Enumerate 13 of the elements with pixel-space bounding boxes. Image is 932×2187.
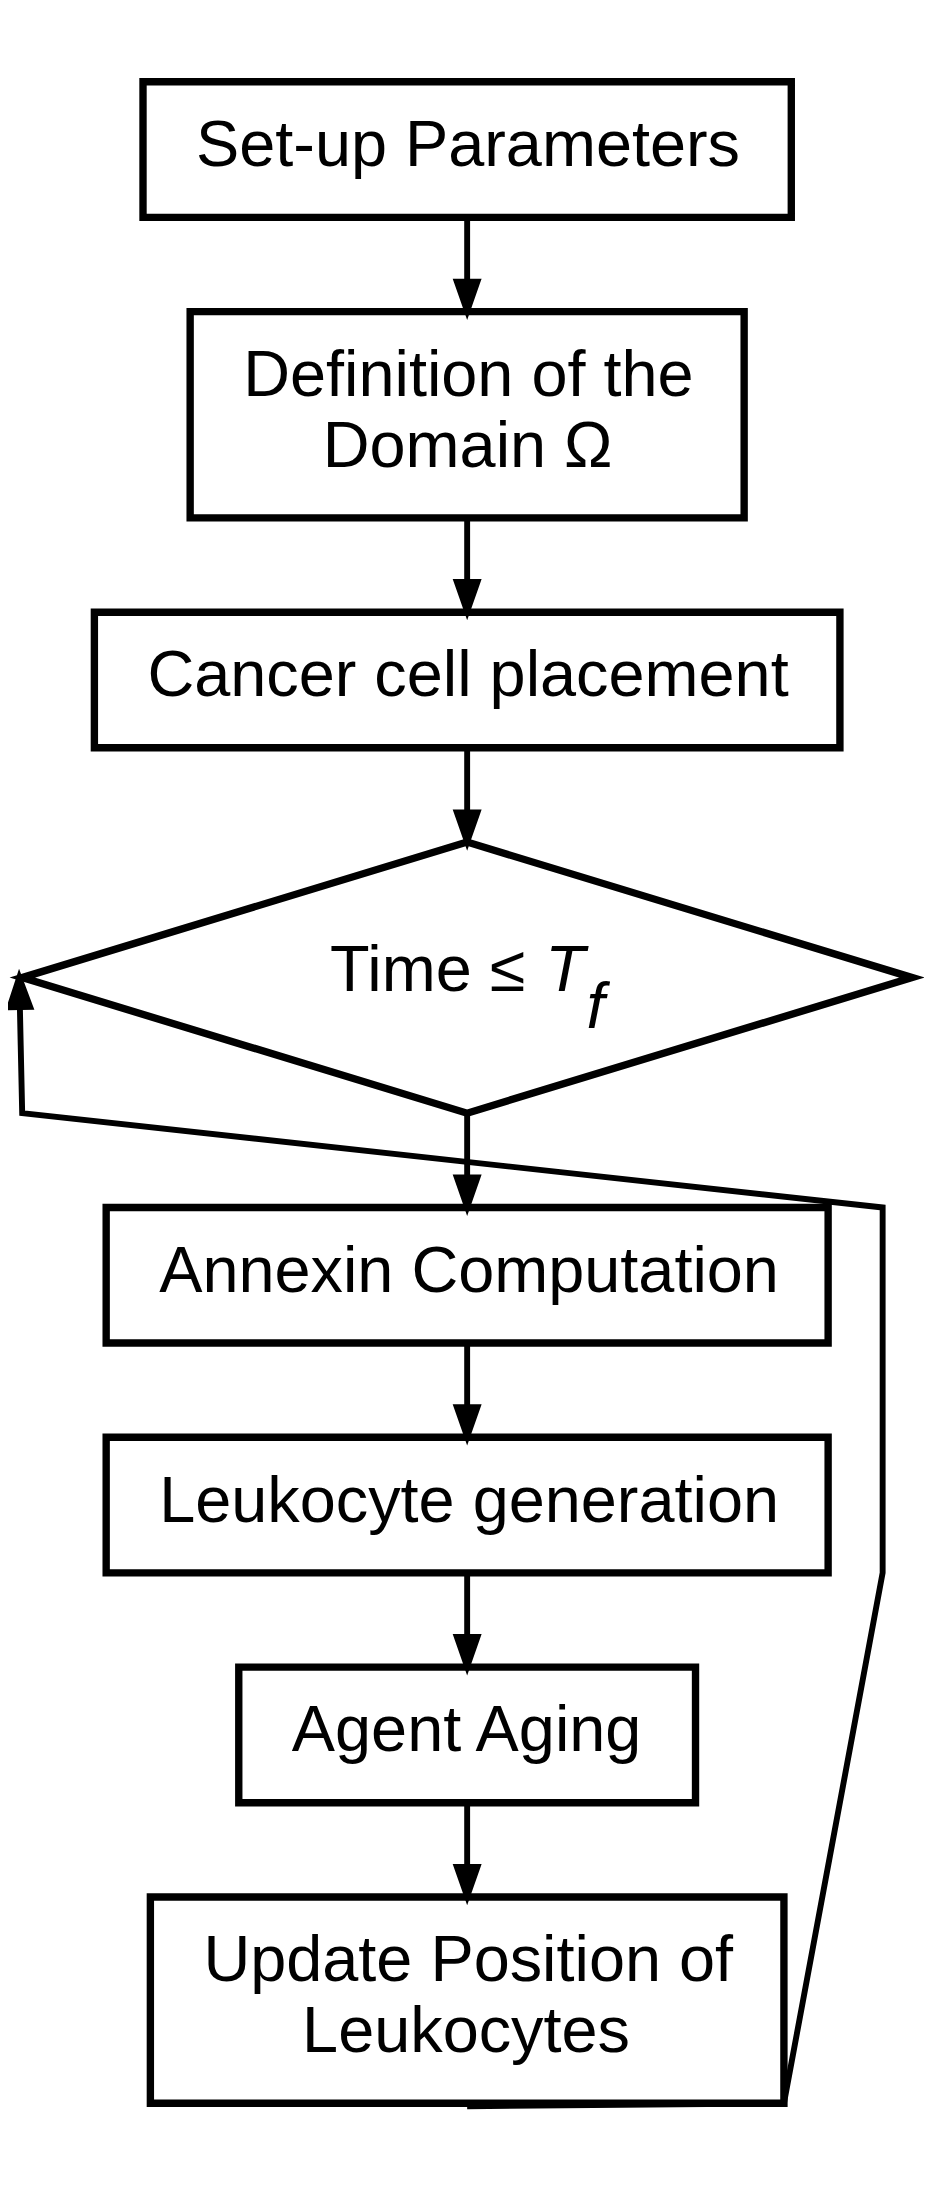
arrow — [452, 1802, 482, 1905]
node-box: Agent Aging — [235, 1662, 700, 1806]
arrow — [452, 1573, 482, 1675]
node-box: Set-up Parameters — [139, 77, 795, 221]
node-box: Definition of the Domain Ω — [186, 307, 748, 522]
arrow — [452, 1113, 482, 1216]
arrow — [8, 968, 886, 2109]
arrow — [452, 748, 482, 851]
node-box: Annexin Computation — [102, 1203, 832, 1347]
arrow — [452, 1343, 482, 1446]
node-box: Update Position of Leukocytes — [146, 1892, 788, 2107]
node-box: Leukocyte generation — [102, 1433, 832, 1577]
node-box: Cancer cell placement — [90, 608, 844, 751]
